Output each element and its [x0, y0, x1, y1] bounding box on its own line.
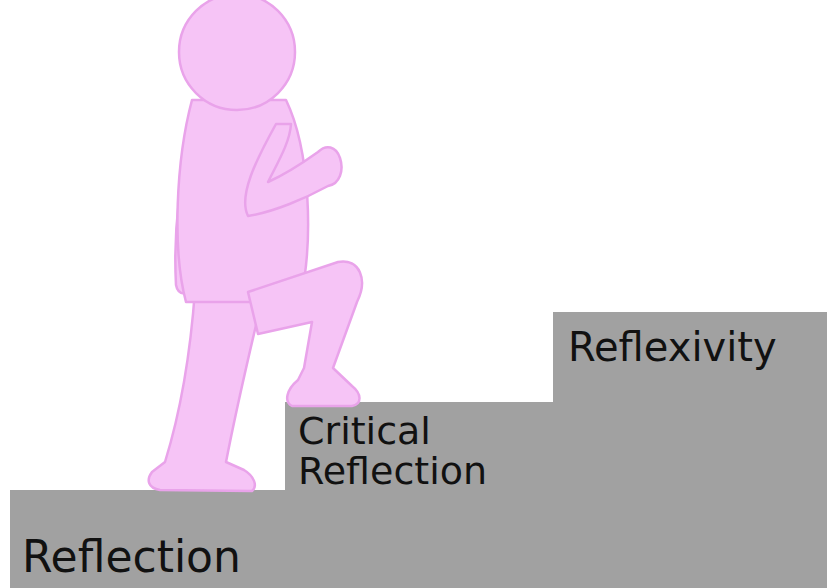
stair-step: Reflexivity [553, 312, 827, 588]
step-label: Reflexivity [568, 326, 777, 368]
front-arm [245, 124, 341, 216]
torso [177, 100, 308, 302]
head [179, 0, 295, 110]
step-label: Critical Reflection [298, 412, 538, 492]
back-arm [175, 122, 212, 294]
back-leg [149, 290, 262, 491]
step-label: Reflection [22, 534, 241, 580]
front-leg [248, 262, 362, 406]
